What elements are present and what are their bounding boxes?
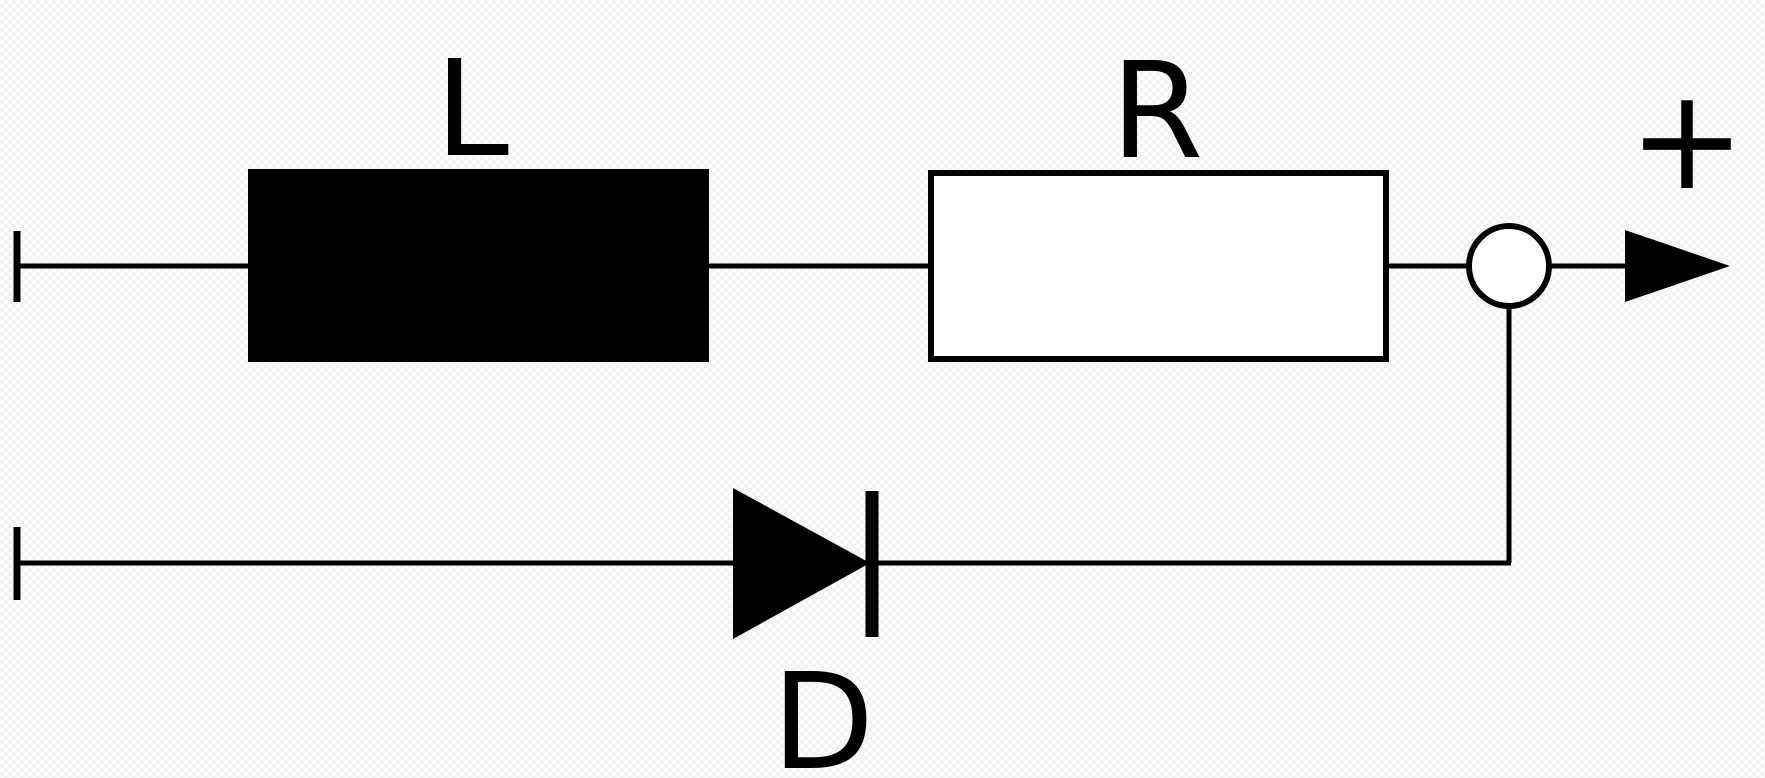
output-node [1466, 223, 1552, 309]
resistor-label: R [1111, 35, 1203, 189]
resistor-body [928, 170, 1389, 362]
output-sign-label: + [1628, 59, 1745, 222]
inductor-label: L [435, 33, 509, 187]
diode-label: D [772, 646, 874, 778]
diode-triangle-icon [733, 488, 870, 639]
output-arrow-icon [1625, 230, 1730, 302]
inductor-body [248, 169, 709, 362]
